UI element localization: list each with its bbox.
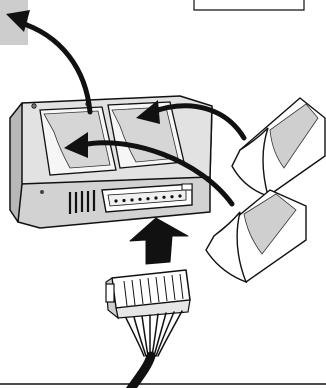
electronic-module <box>9 95 213 229</box>
insert-arrow <box>129 217 189 265</box>
connector-ribs <box>123 273 184 307</box>
front-led <box>40 190 44 194</box>
protective-film-top <box>231 97 326 198</box>
window-right-film <box>111 106 179 163</box>
film-arrow-right-window-head <box>136 100 160 124</box>
peel-arrow-up-left-head <box>6 10 30 32</box>
film-arrow-left-window-head <box>64 132 88 158</box>
peel-arrow-up-left <box>15 19 93 115</box>
wiring-harness-connector <box>105 269 191 320</box>
module-side-face <box>9 102 23 223</box>
insert-arrow-shape <box>129 217 189 265</box>
mount-hole-left <box>31 103 37 109</box>
cable-trunk <box>125 351 156 388</box>
vent-slots <box>68 190 96 214</box>
protective-film-bottom <box>205 189 307 284</box>
caption-box <box>193 0 305 11</box>
film-top-curl <box>231 127 270 198</box>
film-arrow-right-window <box>149 103 247 141</box>
film-arrow-left-window <box>79 140 235 207</box>
film-bottom-curl <box>205 211 248 284</box>
connector-latch <box>105 283 115 303</box>
film-bottom-shade <box>243 193 297 255</box>
film-top-shade <box>269 103 319 169</box>
socket-pins <box>114 194 182 203</box>
socket-latch <box>181 183 193 191</box>
cable-bundle <box>125 310 183 388</box>
